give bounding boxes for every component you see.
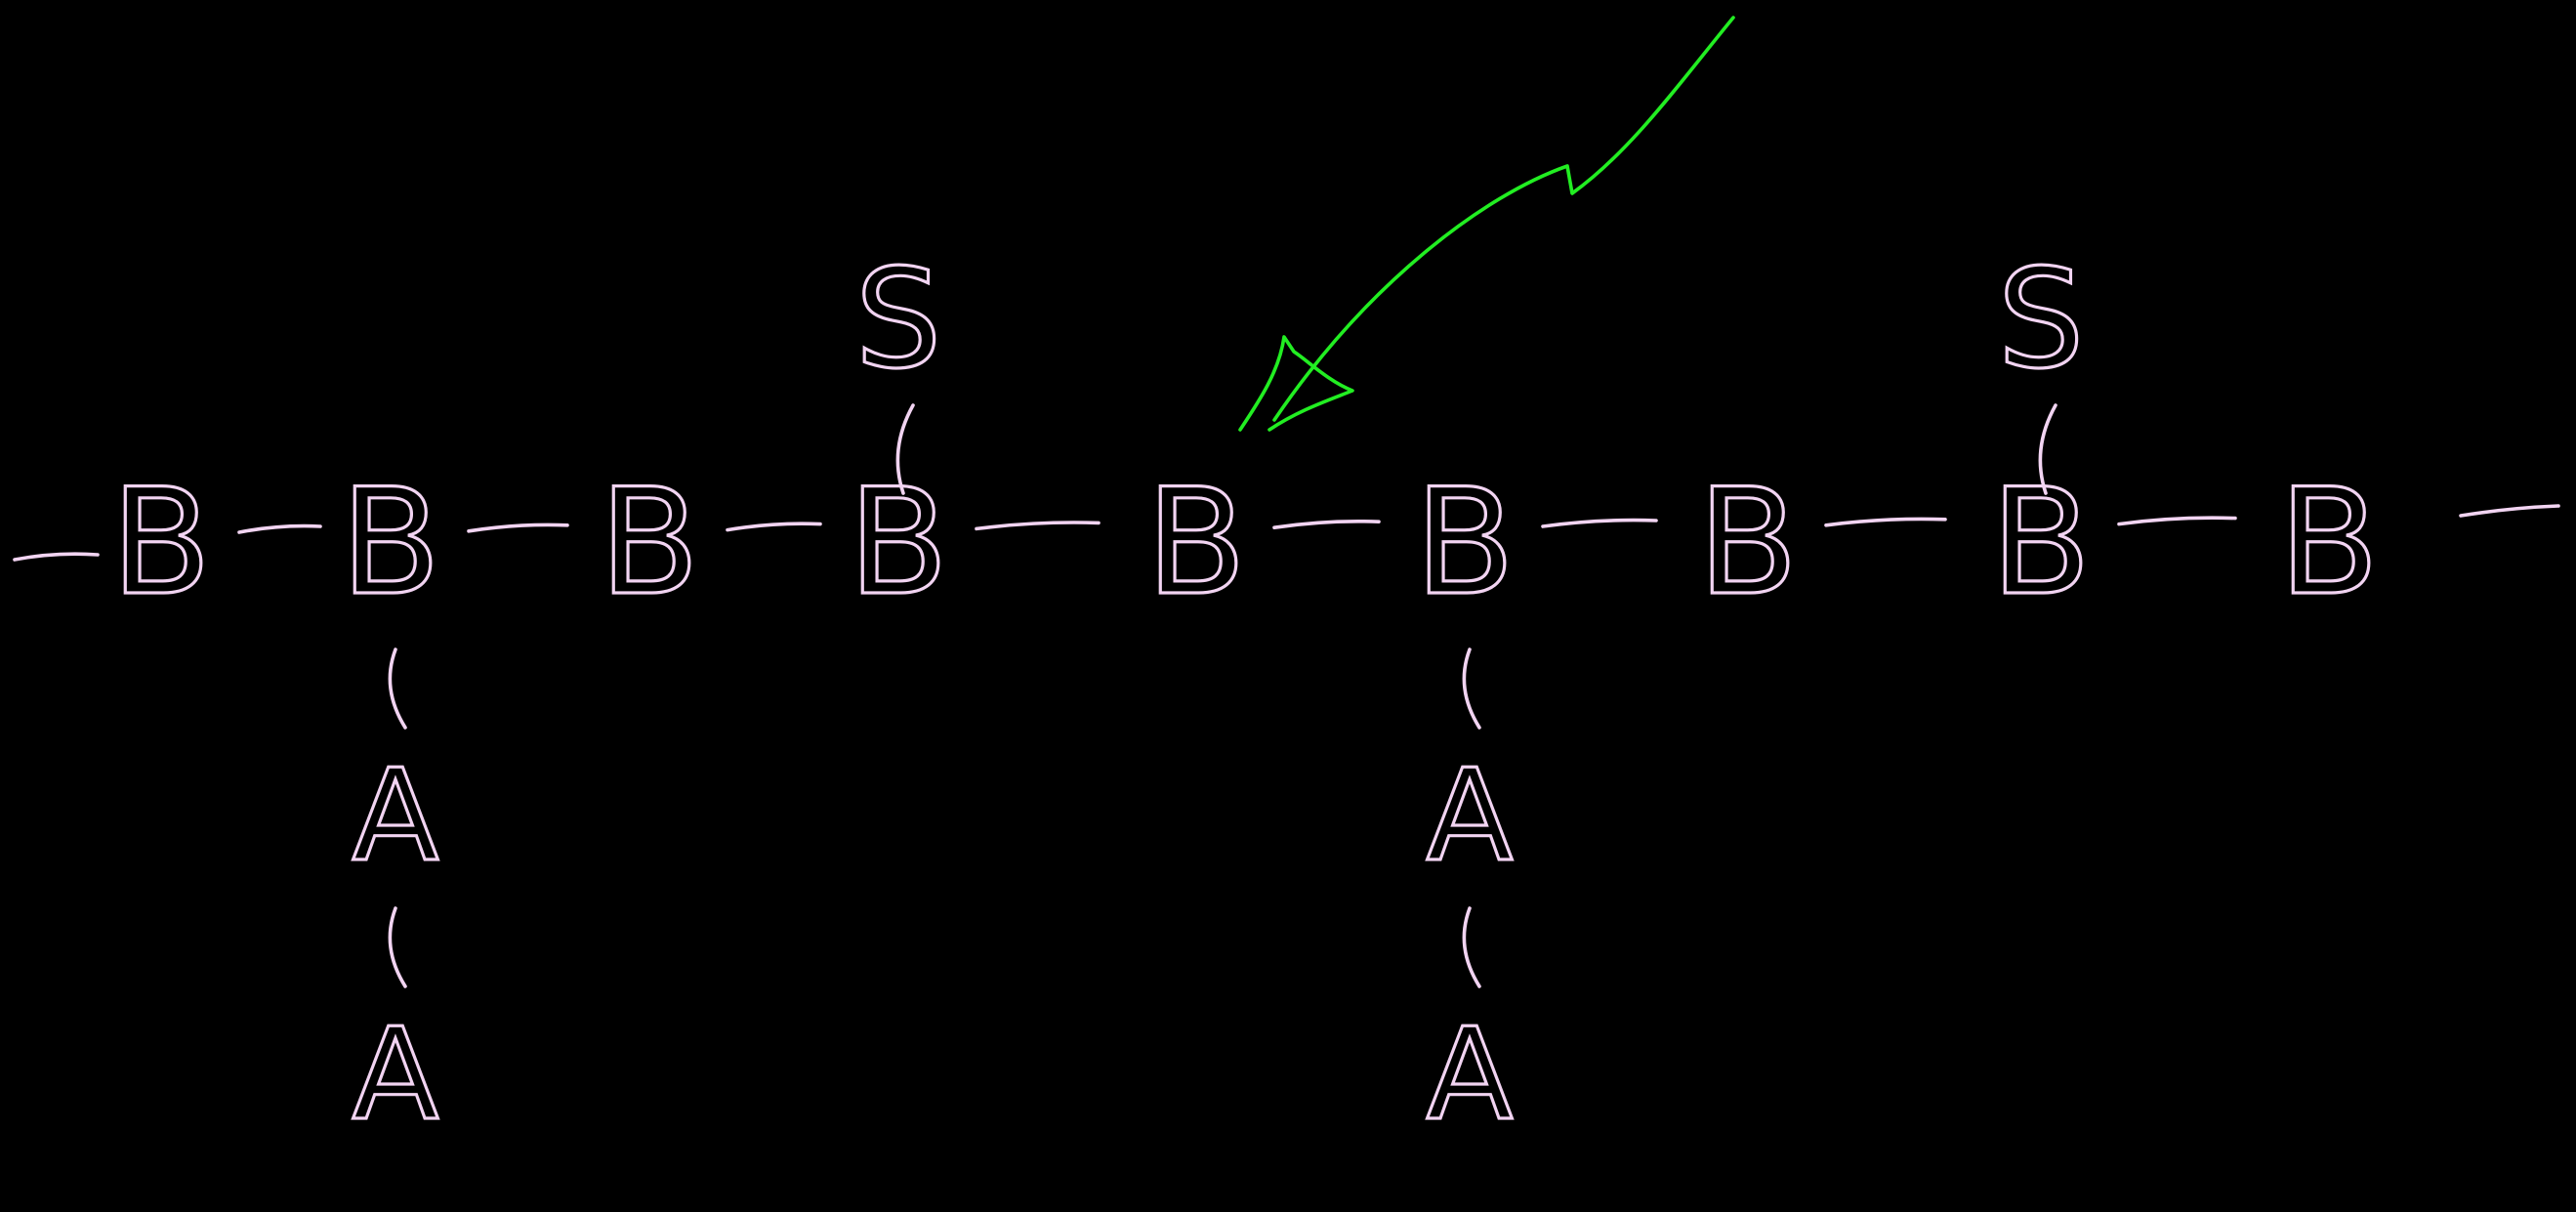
- backbone-bond-9: [2459, 504, 2560, 518]
- branch-letter-2-0: A: [1427, 741, 1514, 890]
- branch-bond-2-1: [1462, 906, 1481, 988]
- backbone-bond-7: [1824, 517, 1947, 527]
- bonds-layer: [13, 403, 2560, 988]
- backbone-letter-2: B: [600, 458, 700, 628]
- backbone-bond-2: [467, 522, 569, 533]
- backbone-letter-5: B: [1415, 458, 1516, 628]
- highlight-arrow-icon: [1238, 16, 1735, 432]
- backbone-bond-5: [1272, 520, 1381, 529]
- backbone-bond-8: [2117, 516, 2237, 526]
- arrow-shaft: [1272, 16, 1735, 422]
- branch-bond-2-0: [1462, 648, 1481, 730]
- backbone-bond-1: [237, 523, 322, 534]
- backbone-letter-7: B: [1991, 458, 2092, 628]
- branch-letter-3-0: S: [1998, 240, 2085, 399]
- arrow-head: [1238, 335, 1354, 432]
- backbone-letter-6: B: [1698, 458, 1799, 628]
- branch-bond-1-0: [895, 403, 915, 495]
- backbone-letter-3: B: [849, 458, 949, 628]
- branch-letter-0-0: A: [353, 741, 439, 890]
- backbone-bond-3: [726, 522, 822, 532]
- branch-bond-3-0: [2038, 403, 2057, 495]
- backbone-bond-6: [1541, 518, 1658, 528]
- backbone-bond-4: [975, 521, 1101, 531]
- backbone-letter-1: B: [341, 458, 441, 628]
- backbone-letter-8: B: [2279, 458, 2380, 628]
- backbone-bond-0: [13, 552, 100, 562]
- branch-letter-0-1: A: [353, 1000, 439, 1149]
- branch-bond-0-0: [388, 648, 407, 730]
- branch-letter-2-1: A: [1427, 1000, 1514, 1149]
- branch-bond-0-1: [388, 906, 407, 988]
- backbone-letter-4: B: [1146, 458, 1247, 628]
- backbone-letter-0: B: [111, 458, 212, 628]
- branch-letter-1-0: S: [855, 240, 942, 399]
